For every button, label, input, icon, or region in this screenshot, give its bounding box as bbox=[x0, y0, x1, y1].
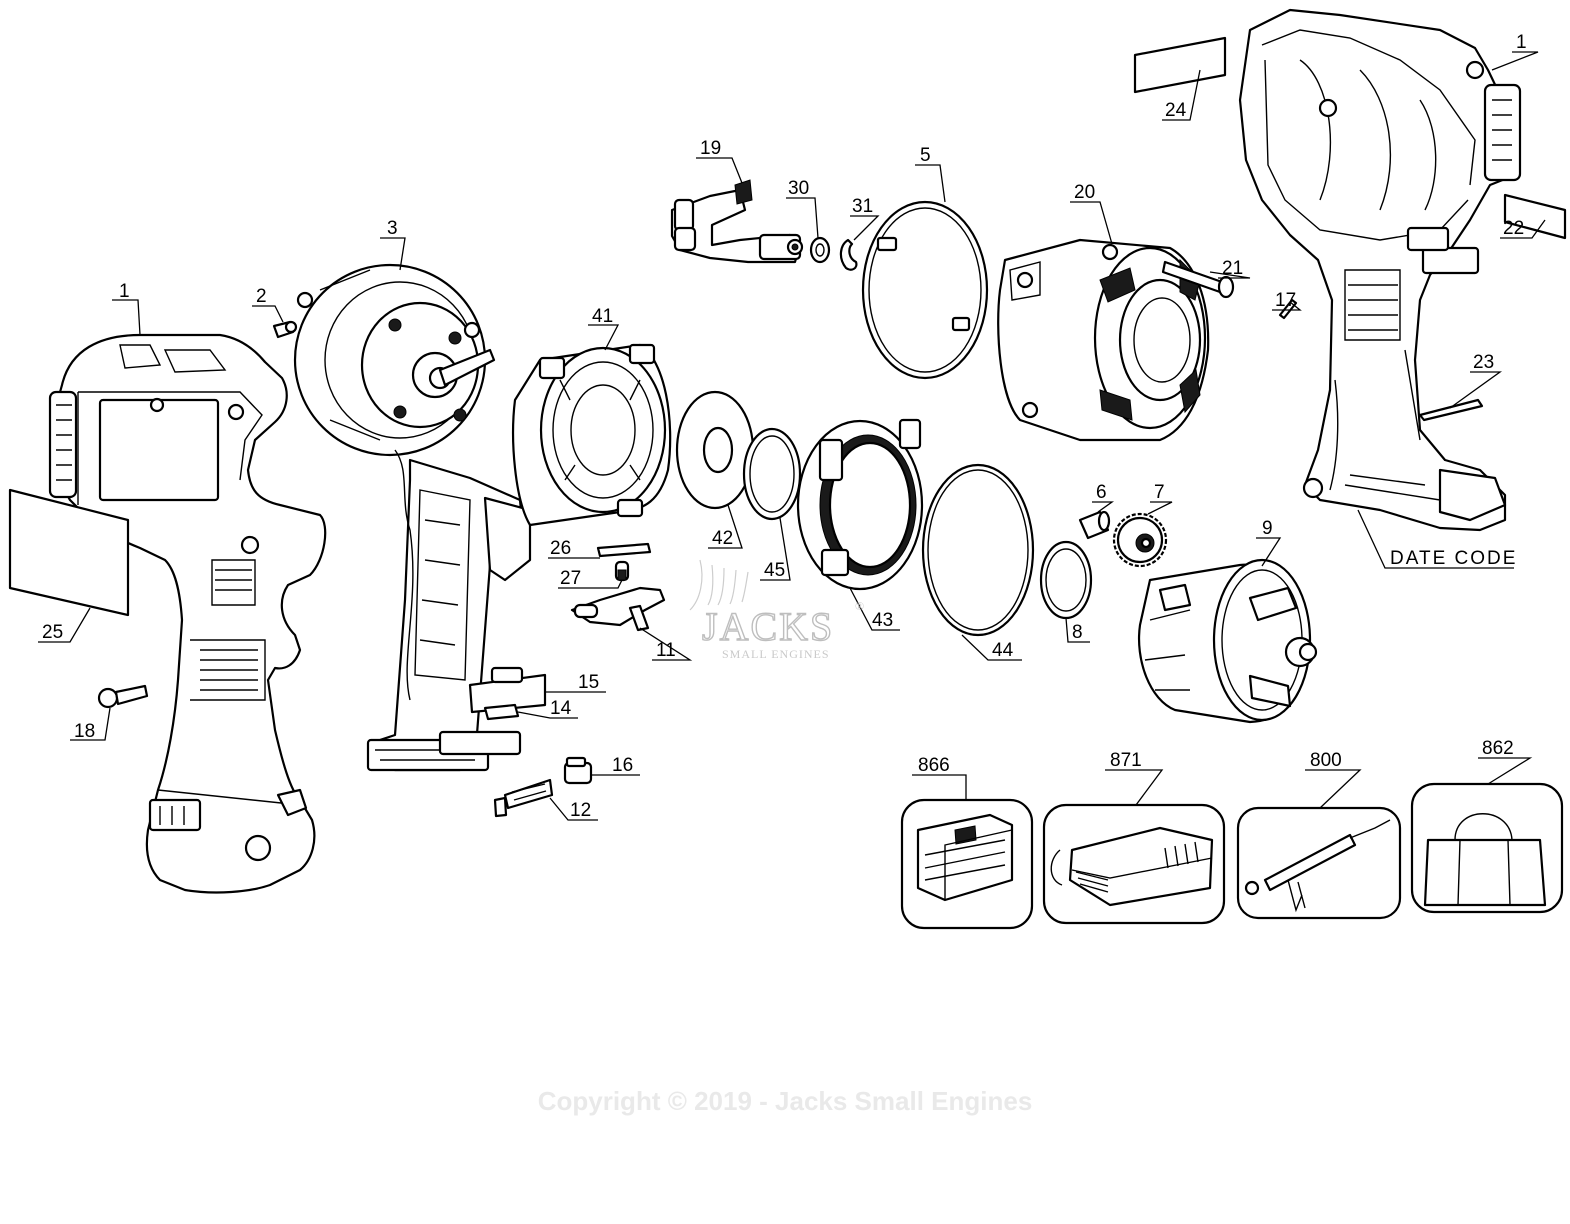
label-24 bbox=[1133, 36, 1227, 94]
callout-45: 45 bbox=[764, 560, 785, 581]
ring-gear-housing-41 bbox=[512, 343, 672, 527]
callout-862: 862 bbox=[1482, 738, 1514, 759]
watermark-registered: ® bbox=[855, 599, 865, 613]
screw-21 bbox=[1161, 260, 1235, 299]
callout-7: 7 bbox=[1154, 482, 1165, 503]
hammer-case-20 bbox=[997, 238, 1210, 442]
right-housing-half bbox=[1238, 8, 1522, 532]
callout-1-right: 1 bbox=[1516, 32, 1527, 53]
callout-23: 23 bbox=[1473, 352, 1494, 373]
callout-11: 11 bbox=[656, 640, 676, 661]
callout-31: 31 bbox=[852, 196, 873, 217]
callout-12: 12 bbox=[570, 800, 591, 821]
callout-22: 22 bbox=[1503, 218, 1524, 239]
o-ring-45 bbox=[742, 427, 802, 521]
pin-2 bbox=[272, 320, 298, 339]
callout-43: 43 bbox=[872, 610, 893, 631]
retaining-ring-5 bbox=[861, 200, 989, 380]
label-23 bbox=[1418, 398, 1484, 422]
copyright-notice: Copyright © 2019 - Jacks Small Engines bbox=[538, 1086, 1033, 1116]
battery-box-866 bbox=[900, 798, 1034, 930]
pin-17 bbox=[1278, 298, 1298, 320]
callout-8: 8 bbox=[1072, 622, 1083, 643]
watermark-brand: JACKS bbox=[702, 604, 834, 649]
callout-14: 14 bbox=[550, 698, 572, 719]
callout-44: 44 bbox=[992, 640, 1014, 661]
label-sticker-25 bbox=[8, 488, 130, 617]
callout-17: 17 bbox=[1275, 290, 1296, 311]
callout-26: 26 bbox=[550, 538, 571, 559]
small-parts-15-14-12-16 bbox=[468, 666, 593, 818]
washer-8 bbox=[1039, 540, 1093, 620]
callout-30: 30 bbox=[788, 178, 809, 199]
screw-18 bbox=[97, 684, 149, 709]
callout-2: 2 bbox=[256, 286, 267, 307]
pin-6 bbox=[1078, 510, 1111, 540]
callout-1-left: 1 bbox=[119, 281, 130, 302]
bag-box-862 bbox=[1410, 782, 1564, 914]
callout-24: 24 bbox=[1165, 100, 1187, 121]
callout-800: 800 bbox=[1310, 750, 1342, 771]
watermark-logo: JACKS ® SMALL ENGINES bbox=[689, 559, 865, 661]
callout-866: 866 bbox=[918, 755, 950, 776]
planet-gear-7 bbox=[1112, 512, 1168, 568]
callout-41: 41 bbox=[592, 306, 613, 327]
motor-and-switch-assembly-3 bbox=[293, 263, 532, 772]
callout-20: 20 bbox=[1074, 182, 1095, 203]
date-code-label: DATE CODE bbox=[1390, 548, 1517, 569]
callout-25: 25 bbox=[42, 622, 63, 643]
internal-gear-43 bbox=[796, 418, 924, 591]
callout-42: 42 bbox=[712, 528, 733, 549]
callout-numbers: 1 2 3 25 18 41 19 30 31 5 20 21 24 1 22 … bbox=[42, 32, 1527, 821]
belt-hook-box-800 bbox=[1236, 806, 1402, 920]
planet-carrier-9 bbox=[1138, 558, 1318, 724]
callout-19: 19 bbox=[700, 138, 721, 159]
callout-3: 3 bbox=[387, 218, 398, 239]
leader-lines bbox=[38, 51, 1546, 821]
left-housing-half bbox=[48, 333, 327, 894]
callout-9: 9 bbox=[1262, 518, 1273, 539]
charger-box-871 bbox=[1042, 803, 1226, 925]
callout-15: 15 bbox=[578, 672, 599, 693]
watermark-tagline: SMALL ENGINES bbox=[722, 647, 830, 661]
callout-6: 6 bbox=[1096, 482, 1107, 503]
callout-871: 871 bbox=[1110, 750, 1142, 771]
retaining-clip-31 bbox=[839, 238, 858, 271]
washer-42 bbox=[675, 390, 755, 510]
callout-18: 18 bbox=[74, 721, 95, 742]
washer-30 bbox=[809, 236, 831, 264]
callout-5: 5 bbox=[920, 145, 931, 166]
label-22 bbox=[1503, 193, 1567, 240]
small-parts-26-27-11 bbox=[570, 542, 666, 632]
callout-21: 21 bbox=[1222, 258, 1243, 279]
callout-27: 27 bbox=[560, 568, 581, 589]
callout-16: 16 bbox=[612, 755, 633, 776]
ring-44 bbox=[921, 463, 1035, 637]
anvil-19 bbox=[670, 179, 804, 264]
